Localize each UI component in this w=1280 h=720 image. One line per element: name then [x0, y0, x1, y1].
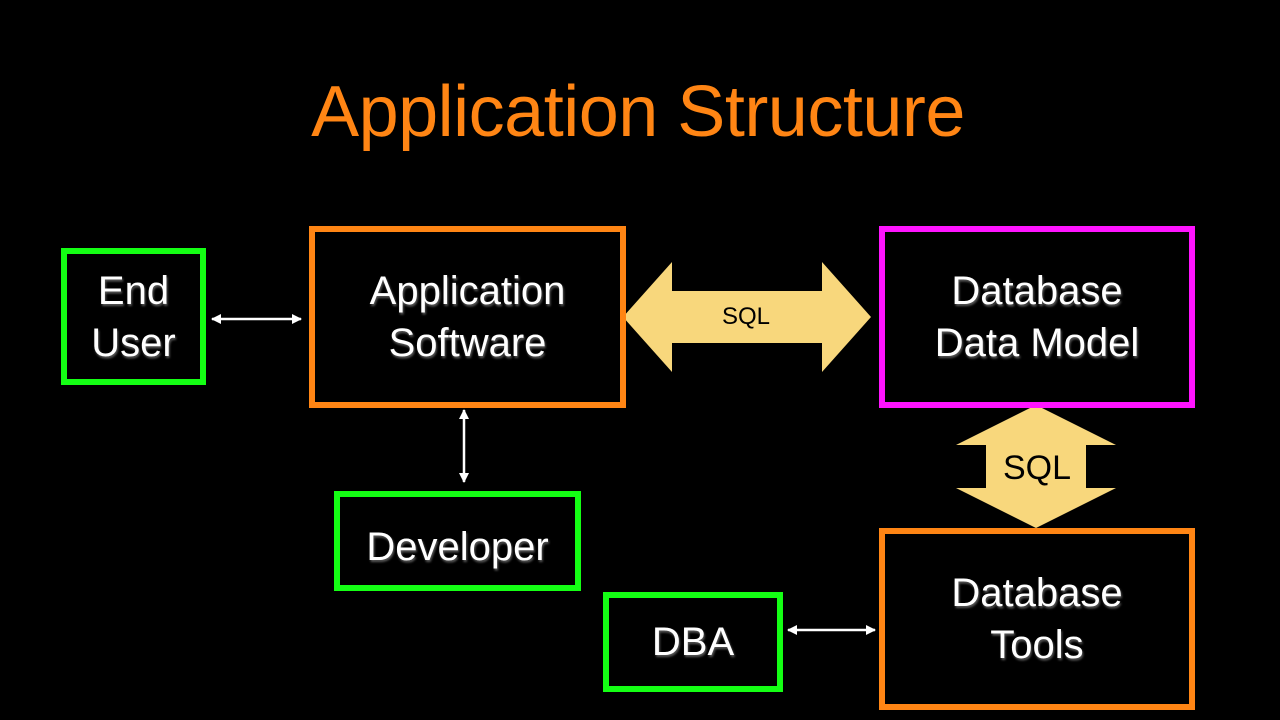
- database-tools-label: Database Tools: [951, 571, 1123, 667]
- sql-label-horizontal: SQL: [721, 303, 771, 330]
- sql-arrow-horizontal: [623, 262, 871, 372]
- developer-label: Developer: [366, 525, 549, 569]
- dba-box: DBA: [603, 592, 783, 692]
- end-user-box: End User: [61, 248, 206, 385]
- end-user-label: End User: [91, 268, 176, 365]
- developer-box: Developer: [334, 491, 581, 591]
- dba-label: DBA: [651, 620, 735, 664]
- database-data-model-box: Database Data Model: [879, 226, 1195, 408]
- sql-arrow-vertical: [956, 405, 1116, 528]
- database-data-model-label: Database Data Model: [934, 269, 1140, 365]
- application-software-label: Application Software: [369, 269, 566, 365]
- database-tools-box: Database Tools: [879, 528, 1195, 710]
- application-software-box: Application Software: [309, 226, 626, 408]
- slide-title: Application Structure: [311, 72, 965, 152]
- sql-label-vertical: SQL: [1002, 449, 1072, 487]
